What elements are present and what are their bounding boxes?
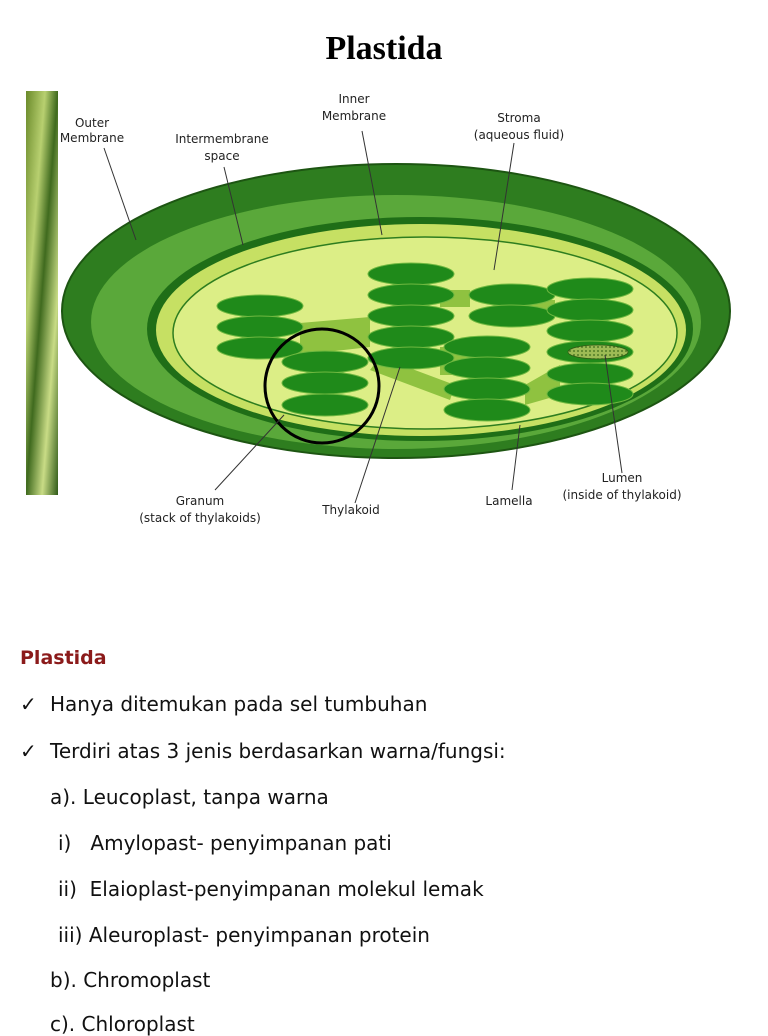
label-granum-2: (stack of thylakoids) (139, 511, 261, 525)
page-title: Plastida (325, 30, 443, 67)
leader-lines (103, 130, 623, 504)
chloroplast-diagram: Outer Membrane Intermembrane space Inner… (26, 91, 731, 525)
label-outer-membrane-2: Membrane (60, 131, 124, 145)
granum-circled (281, 350, 369, 417)
sub-item-i: i) Amylopast- penyimpanan pati (58, 831, 392, 855)
label-granum: Granum (176, 494, 225, 508)
granum-left (216, 294, 304, 360)
label-lumen: Lumen (602, 471, 643, 485)
checkmark-icon: ✓ (20, 692, 37, 716)
label-intermembrane: Intermembrane (175, 132, 269, 146)
label-lamella: Lamella (485, 494, 532, 508)
bullet-text: Terdiri atas 3 jenis berdasarkan warna/f… (50, 739, 506, 763)
granum-upper-right (468, 283, 556, 328)
sub-item-c: c). Chloroplast (50, 1012, 195, 1036)
label-outer-membrane: Outer (75, 116, 109, 130)
granum-middle-right (443, 335, 531, 422)
label-lumen-2: (inside of thylakoid) (563, 488, 682, 502)
granum-center (367, 262, 455, 370)
label-stroma: Stroma (497, 111, 540, 125)
bullet-item: ✓ Hanya ditemukan pada sel tumbuhan (20, 692, 427, 716)
label-thylakoid: Thylakoid (321, 503, 380, 517)
sub-item-b: b). Chromoplast (50, 968, 211, 992)
label-intermembrane-2: space (204, 149, 239, 163)
label-inner-membrane: Inner (338, 92, 369, 106)
sub-item-iii: iii) Aleuroplast- penyimpanan protein (58, 923, 430, 947)
label-stroma-2: (aqueous fluid) (474, 128, 564, 142)
section-heading: Plastida (20, 647, 107, 669)
checkmark-icon: ✓ (20, 739, 37, 763)
lamella-connections (300, 290, 560, 405)
bullet-item: ✓ Terdiri atas 3 jenis berdasarkan warna/… (20, 739, 506, 763)
label-inner-membrane-2: Membrane (322, 109, 386, 123)
bullet-text: Hanya ditemukan pada sel tumbuhan (50, 692, 428, 716)
sub-item-a: a). Leucoplast, tanpa warna (50, 785, 329, 809)
sub-item-ii: ii) Elaioplast-penyimpanan molekul lemak (58, 877, 484, 901)
granum-highlight-circle (263, 327, 381, 445)
lumen-inside (567, 344, 629, 360)
leaf-photo-strip (26, 91, 58, 495)
